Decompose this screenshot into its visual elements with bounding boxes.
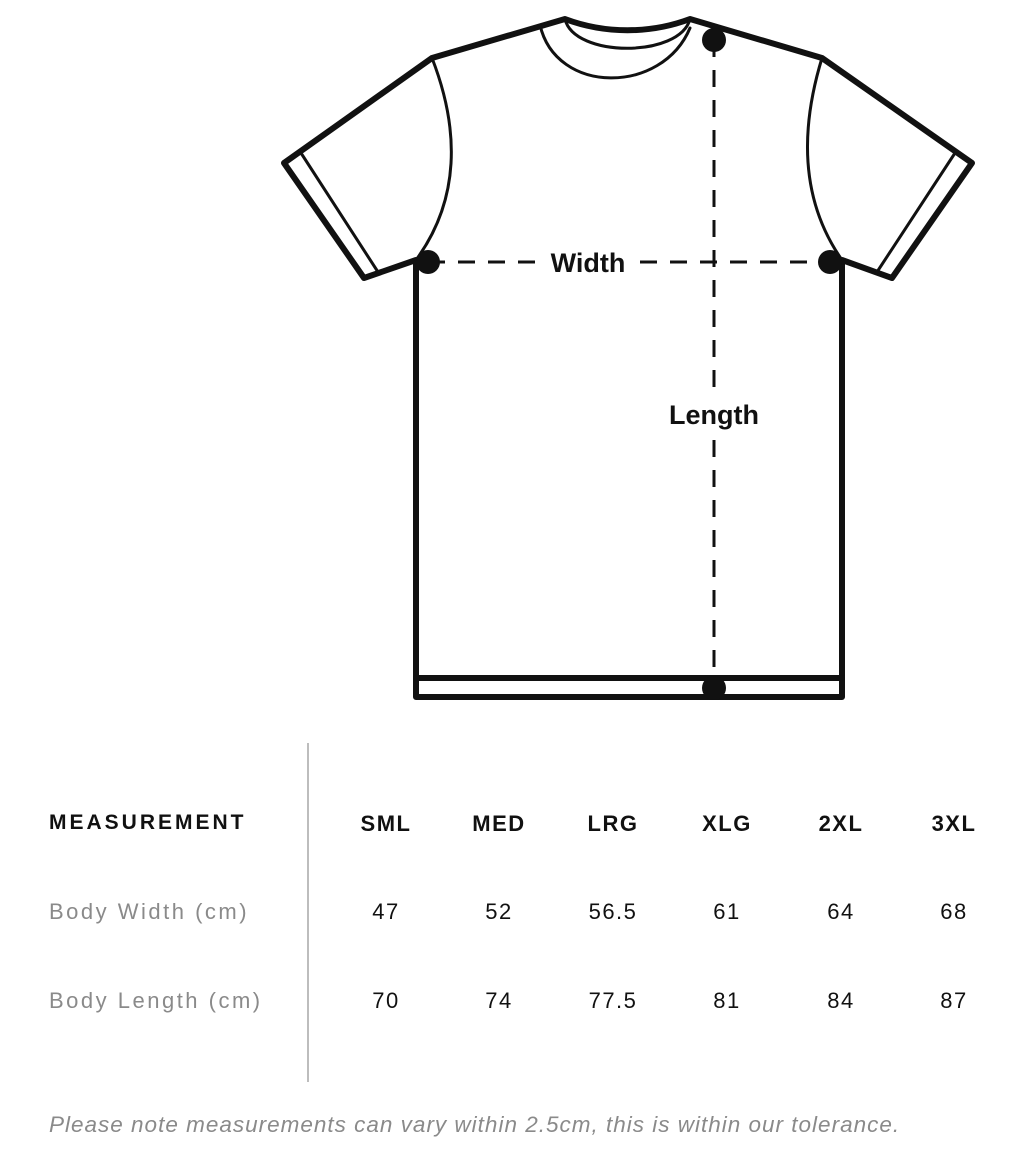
collar-inner (563, 17, 692, 50)
row-label-body-length: Body Length (cm) (49, 988, 263, 1013)
body-length-2xl: 84 (827, 988, 855, 1013)
right-sleeve-band (875, 151, 957, 274)
tshirt-outline (281, 16, 975, 700)
measurement-header: MEASUREMENT (49, 811, 247, 834)
body-width-med: 52 (485, 899, 513, 924)
size-header-xlg: XLG (702, 811, 752, 836)
body-width-sml: 47 (372, 899, 400, 924)
body-length-lrg: 77.5 (588, 988, 638, 1013)
body-length-sml: 70 (372, 988, 400, 1013)
size-header-lrg: LRG (587, 811, 639, 836)
body-width-3xl: 68 (940, 899, 968, 924)
column-divider (307, 743, 309, 1082)
width-point-right (818, 250, 842, 274)
size-header-med: MED (472, 811, 526, 836)
tolerance-note: Please note measurements can vary within… (49, 1112, 901, 1137)
width-label: Width (551, 248, 626, 278)
length-point-top (702, 28, 726, 52)
width-point-left (416, 250, 440, 274)
tshirt-diagram: Width Length (281, 16, 975, 700)
collar-outer (538, 23, 692, 80)
size-header-2xl: 2XL (818, 811, 864, 836)
body-width-2xl: 64 (827, 899, 855, 924)
body-width-lrg: 56.5 (588, 899, 638, 924)
row-label-body-width: Body Width (cm) (49, 899, 250, 924)
length-point-bottom (702, 676, 726, 700)
body-length-xlg: 81 (713, 988, 741, 1013)
body-length-med: 74 (485, 988, 513, 1013)
left-armhole (414, 56, 453, 262)
size-header-3xl: 3XL (931, 811, 977, 836)
left-sleeve-band (299, 151, 380, 274)
body-width-xlg: 61 (713, 899, 741, 924)
body-length-3xl: 87 (940, 988, 968, 1013)
right-armhole (805, 56, 844, 262)
length-label: Length (669, 400, 759, 430)
size-header-sml: SML (360, 811, 412, 836)
